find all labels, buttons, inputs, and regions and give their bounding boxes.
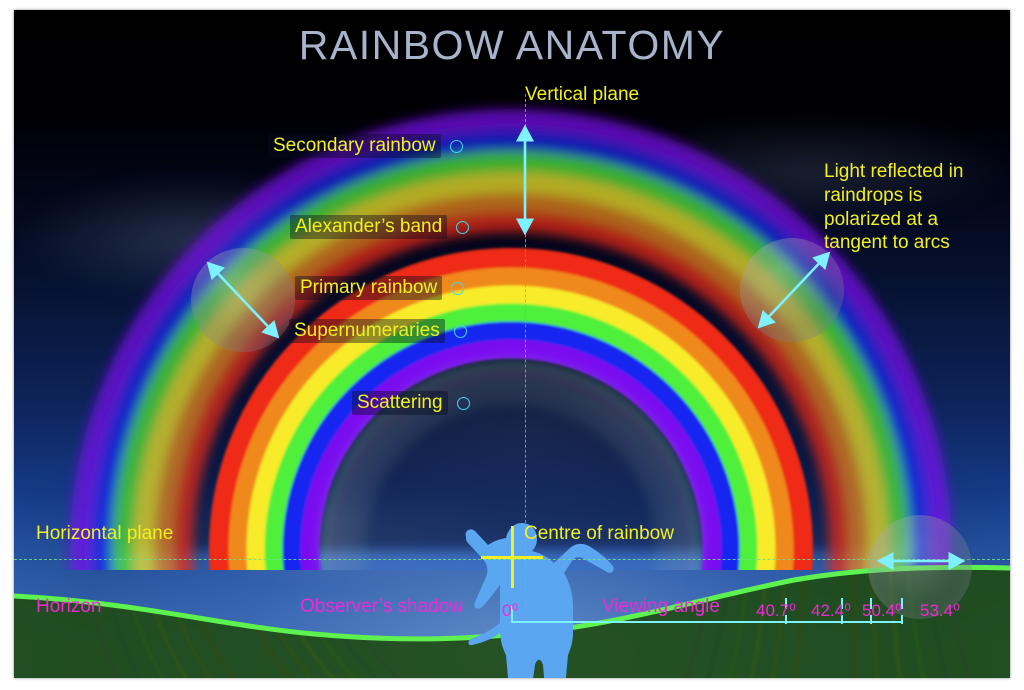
supernumerary-arcs — [321, 360, 701, 570]
label-alexanders-band-group: Alexander’s band — [290, 215, 470, 240]
label-observers-shadow: Observer’s shadow — [300, 596, 463, 617]
polarization-note-line-4: tangent to arcs — [824, 232, 950, 254]
label-vertical-plane: Vertical plane — [525, 84, 640, 105]
label-supernumeraries: Supernumeraries — [289, 319, 445, 344]
rainbow-diagram-frame: 40.7⁰ 42.4⁰ 50.4⁰ 53.4⁰ RAINBOW ANATOMY … — [14, 10, 1010, 678]
label-alexanders-band: Alexander’s band — [290, 215, 448, 240]
viewing-angle-label-53-4: 53.4⁰ — [920, 601, 960, 620]
rainbow-arcs-svg — [70, 109, 952, 570]
viewing-angle-tick-40-7-upper — [785, 598, 787, 609]
viewing-angle-tick-42-4 — [841, 615, 843, 624]
marker-ring-icon-supernumeraries — [453, 324, 467, 338]
viewing-angle-tick-42-4-upper — [841, 598, 843, 609]
label-horizon: Horizon — [36, 596, 102, 617]
polarization-note-line-3: polarized at a — [824, 208, 939, 230]
secondary-rainbow-arc — [70, 109, 952, 570]
centre-crosshair-horizontal — [481, 556, 543, 559]
primary-rainbow-arc — [209, 248, 813, 570]
label-centre-of-rainbow: Centre of rainbow — [524, 523, 674, 544]
marker-ring-icon-primary-rainbow — [451, 281, 465, 295]
label-secondary-rainbow-group: Secondary rainbow — [268, 134, 463, 159]
label-viewing-angle: Viewing angle — [602, 596, 720, 617]
ground-fill — [14, 567, 1010, 678]
label-primary-rainbow-group: Primary rainbow — [295, 276, 465, 301]
viewing-angle-baseline — [511, 621, 903, 623]
viewing-angle-label-40-7: 40.7⁰ — [756, 601, 796, 620]
ground-area — [14, 530, 1010, 678]
viewing-angle-tick-50-4-upper — [870, 598, 872, 609]
polarization-note-line-2: raindrops is — [824, 184, 923, 206]
observer-shadow-silhouette — [465, 523, 614, 678]
viewing-angle-tick-53-4 — [901, 615, 903, 624]
vertical-plane-arrow — [515, 124, 535, 236]
viewing-angle-tick-origin — [511, 606, 513, 623]
label-scattering: Scattering — [352, 391, 448, 416]
label-supernumeraries-group: Supernumeraries — [289, 319, 467, 344]
ground-svg — [14, 564, 1010, 678]
viewing-angle-label-50-4: 50.4⁰ — [862, 601, 902, 620]
label-horizontal-plane: Horizontal plane — [36, 523, 174, 544]
viewing-angle-tick-40-7 — [785, 615, 787, 624]
label-primary-rainbow: Primary rainbow — [295, 276, 443, 301]
viewing-angle-label-42-4: 42.4⁰ — [811, 601, 851, 620]
label-scattering-group: Scattering — [352, 391, 470, 416]
viewing-angle-tick-50-4 — [870, 615, 872, 624]
polarization-note-line-1: Light reflected in — [824, 161, 964, 182]
marker-ring-icon-secondary-rainbow — [449, 139, 463, 153]
rainbow-arcs-group — [14, 10, 1010, 570]
polarization-arrow-left — [206, 261, 280, 339]
viewing-angle-tick-53-4-upper — [901, 598, 903, 609]
label-secondary-rainbow: Secondary rainbow — [268, 134, 441, 159]
polarization-arrow-bottom — [876, 551, 966, 571]
label-zero-degrees: 0⁰ — [502, 601, 519, 620]
polarization-arrow-right — [757, 251, 831, 329]
vertical-plane-dashed-line — [525, 94, 526, 618]
page-title: RAINBOW ANATOMY — [298, 22, 726, 68]
marker-ring-icon-scattering — [456, 396, 470, 410]
label-polarization-note: Light reflected in raindrops is polarize… — [824, 160, 1004, 255]
marker-ring-icon-alexanders-band — [456, 220, 470, 234]
